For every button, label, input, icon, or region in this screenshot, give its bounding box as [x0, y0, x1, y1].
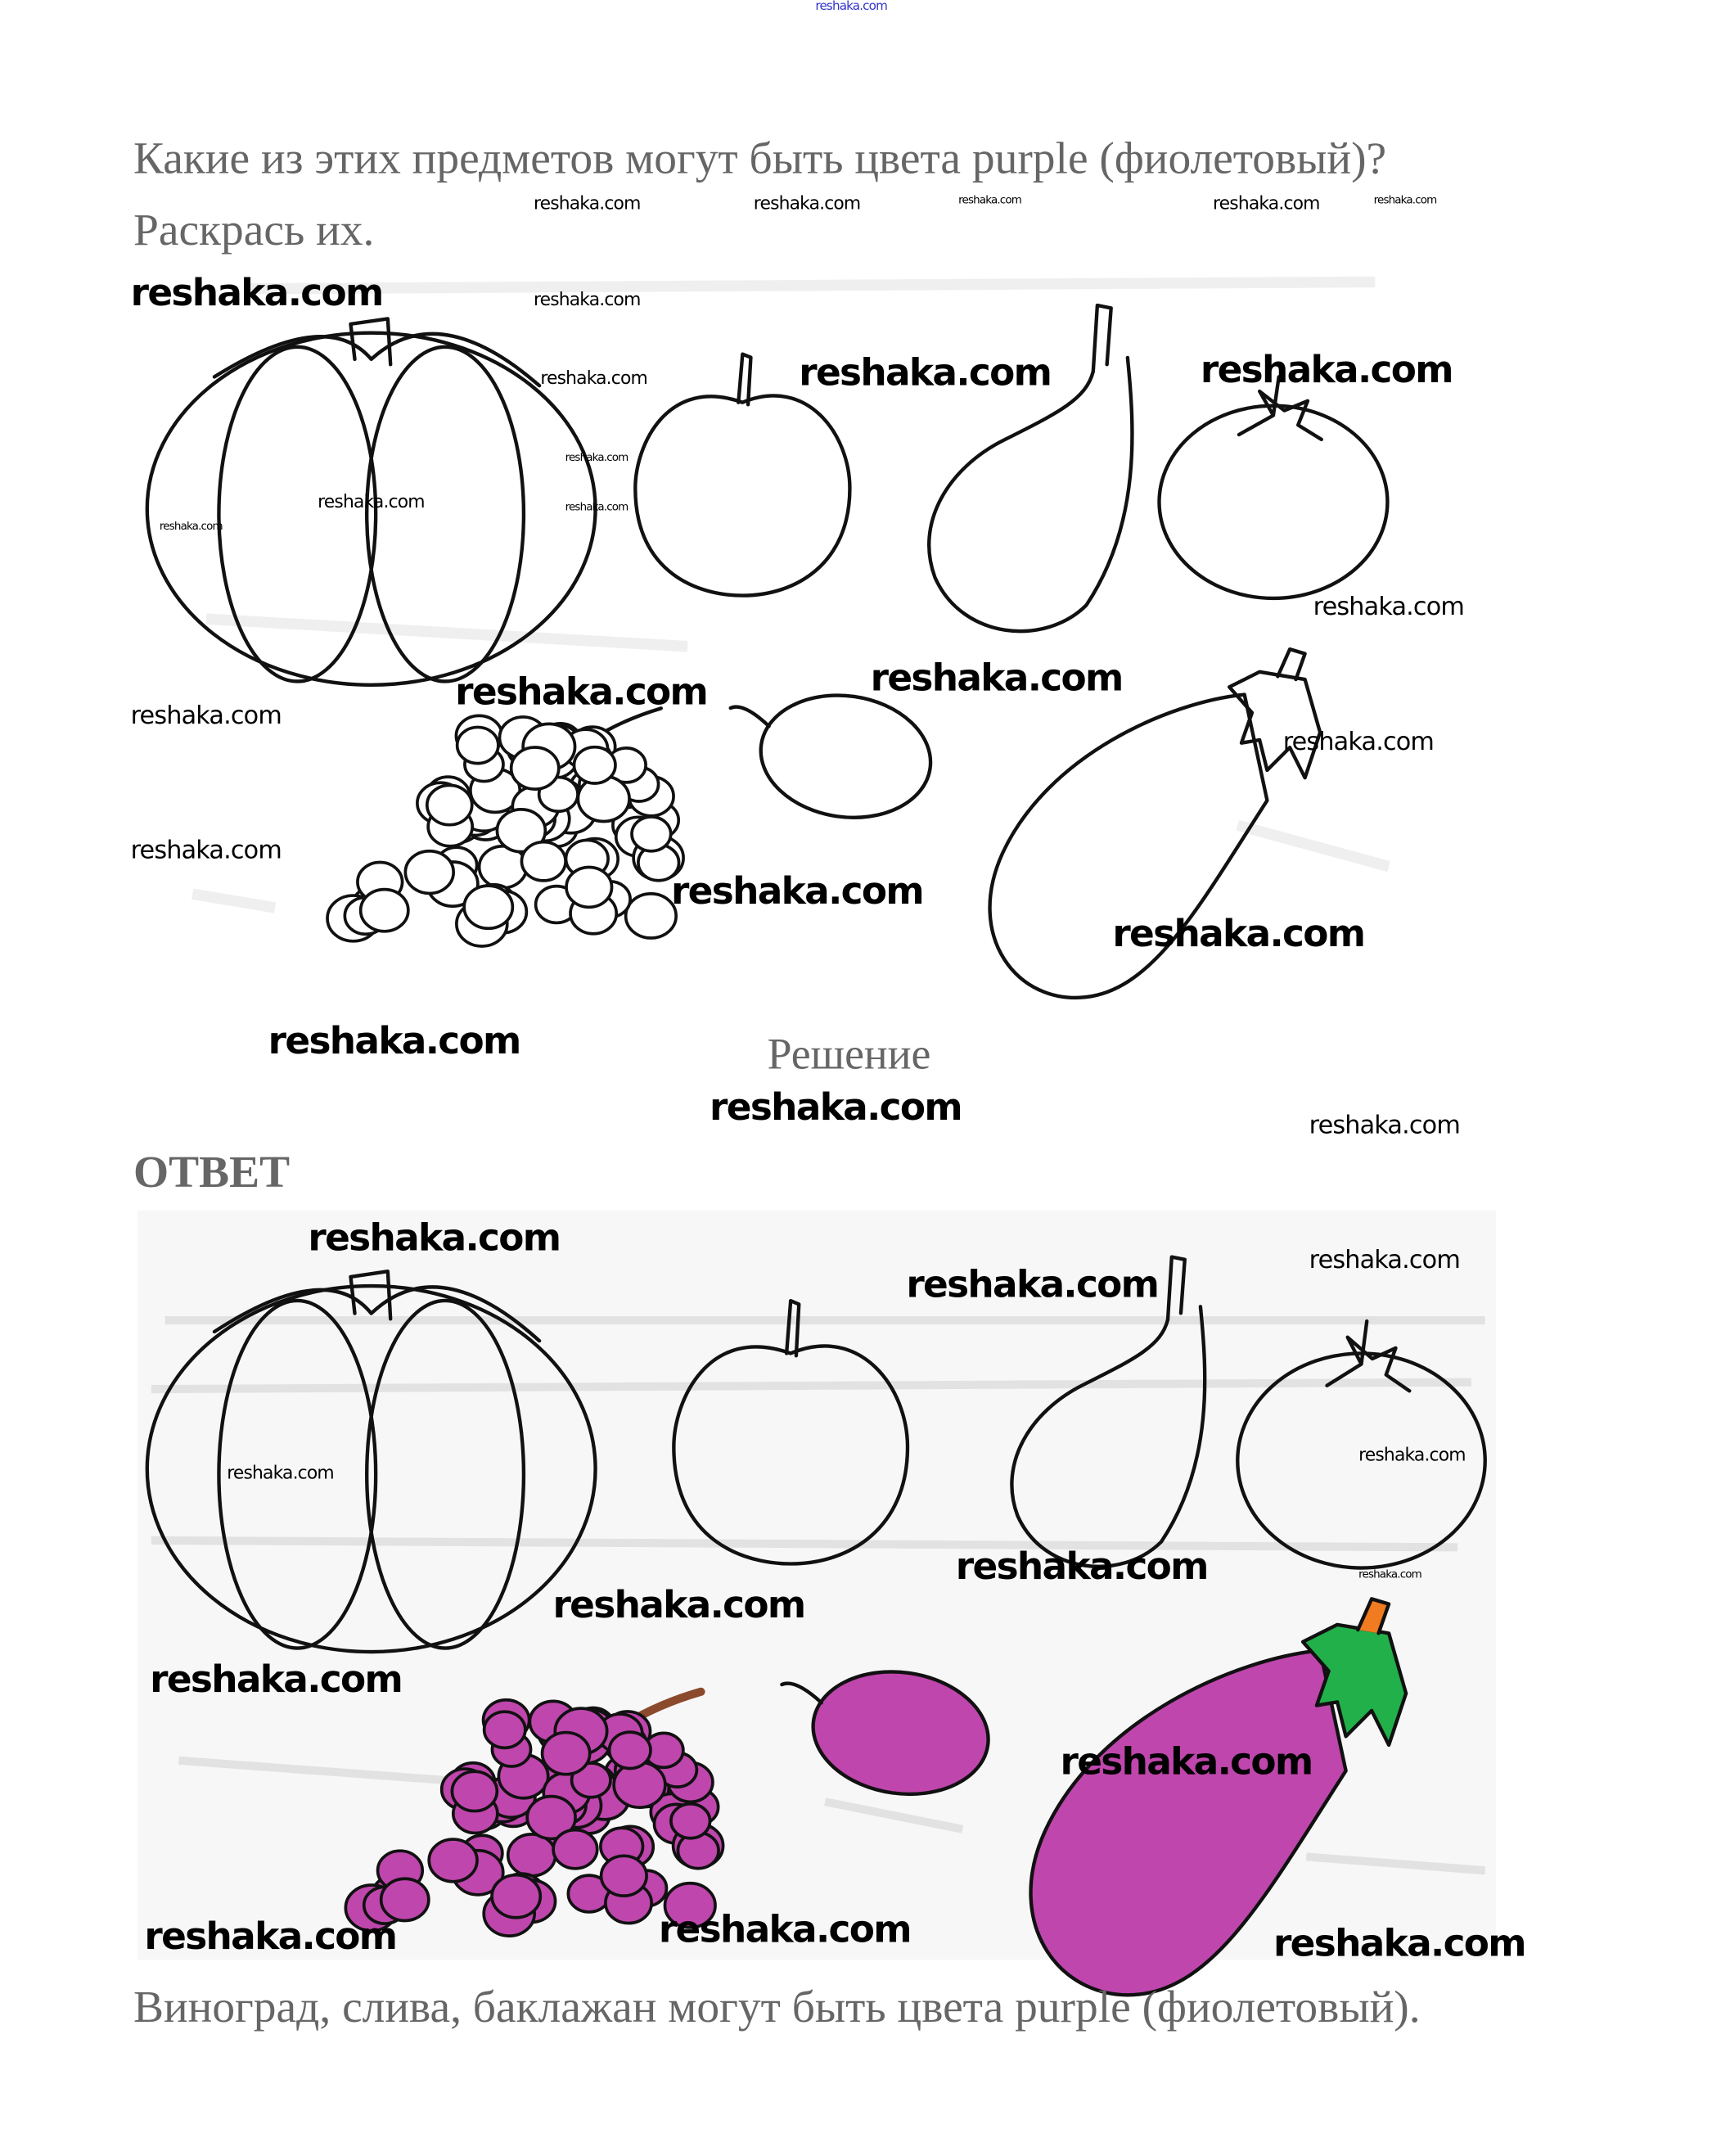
watermark: reshaka.com: [1309, 1111, 1461, 1140]
watermark: reshaka.com: [1112, 913, 1366, 956]
watermark: reshaka.com: [670, 870, 925, 913]
apple-drawing: [633, 352, 852, 598]
grapes-drawing: [344, 1687, 725, 1937]
watermark: reshaka.com: [565, 451, 629, 464]
watermark: reshaka.com: [565, 500, 629, 513]
watermark: reshaka.com: [150, 1658, 403, 1702]
watermark: reshaka.com: [710, 1086, 963, 1130]
pumpkin-drawing: [145, 1270, 597, 1654]
eggplant-drawing: [1029, 1597, 1408, 1997]
eggplant-drawing: [988, 647, 1322, 1000]
answer-text: Виноград, слива, баклажан могут быть цве…: [133, 1982, 1421, 2033]
watermark: reshaka.com: [130, 701, 282, 731]
watermark: reshaka.com: [1313, 593, 1465, 622]
watermark: reshaka.com: [1358, 1567, 1422, 1581]
watermark: reshaka.com: [799, 352, 1052, 395]
watermark: reshaka.com: [533, 193, 641, 215]
watermark: reshaka.com: [1282, 727, 1435, 757]
watermark: reshaka.com: [308, 1217, 561, 1261]
watermark: reshaka.com: [533, 290, 641, 311]
plum-drawing: [728, 693, 933, 819]
watermark: reshaka.com: [870, 657, 1124, 701]
watermark: reshaka.com: [1358, 1445, 1466, 1467]
answer-label: ОТВЕТ: [133, 1148, 291, 1198]
watermark: reshaka.com: [159, 520, 223, 533]
watermark: reshaka.com: [227, 1463, 334, 1485]
plum-drawing: [780, 1670, 990, 1797]
watermark: reshaka.com: [1309, 1246, 1461, 1275]
pumpkin-drawing: [145, 317, 597, 687]
watermark: reshaka.com: [1200, 349, 1454, 392]
watermark: reshaka.com: [540, 368, 647, 390]
watermark: reshaka.com: [955, 1545, 1210, 1589]
solution-heading: Решение: [767, 1028, 931, 1079]
question-line-2: Раскрась их.: [133, 206, 375, 256]
watermark: reshaka.com: [1213, 193, 1320, 215]
watermark: reshaka.com: [753, 193, 861, 215]
watermark: reshaka.com: [552, 1584, 806, 1627]
watermark: reshaka.com: [658, 1909, 912, 1952]
pear-drawing: [927, 303, 1134, 634]
watermark: reshaka.com: [958, 193, 1022, 207]
watermark: reshaka.com: [1373, 193, 1438, 207]
watermark: reshaka.com: [1060, 1741, 1314, 1784]
watermark: reshaka.com: [144, 1915, 398, 1959]
grapes-drawing: [326, 706, 685, 948]
question-line-1: Какие из этих предметов могут быть цвета…: [133, 134, 1387, 185]
pear-drawing: [1010, 1255, 1207, 1568]
watermark: reshaka.com: [318, 492, 425, 513]
watermark: reshaka.com: [268, 1020, 522, 1063]
apple-drawing: [672, 1298, 910, 1566]
watermark: reshaka.com: [455, 670, 709, 715]
tomato-drawing: [1157, 375, 1390, 601]
task-scan-background: [191, 276, 1390, 913]
watermark: reshaka.com: [130, 836, 282, 865]
watermark: reshaka.com: [130, 272, 385, 315]
watermark: reshaka.com: [906, 1264, 1160, 1307]
tomato-drawing: [1236, 1319, 1487, 1570]
site-link[interactable]: reshaka.com: [815, 0, 887, 14]
watermark: reshaka.com: [1273, 1923, 1527, 1966]
